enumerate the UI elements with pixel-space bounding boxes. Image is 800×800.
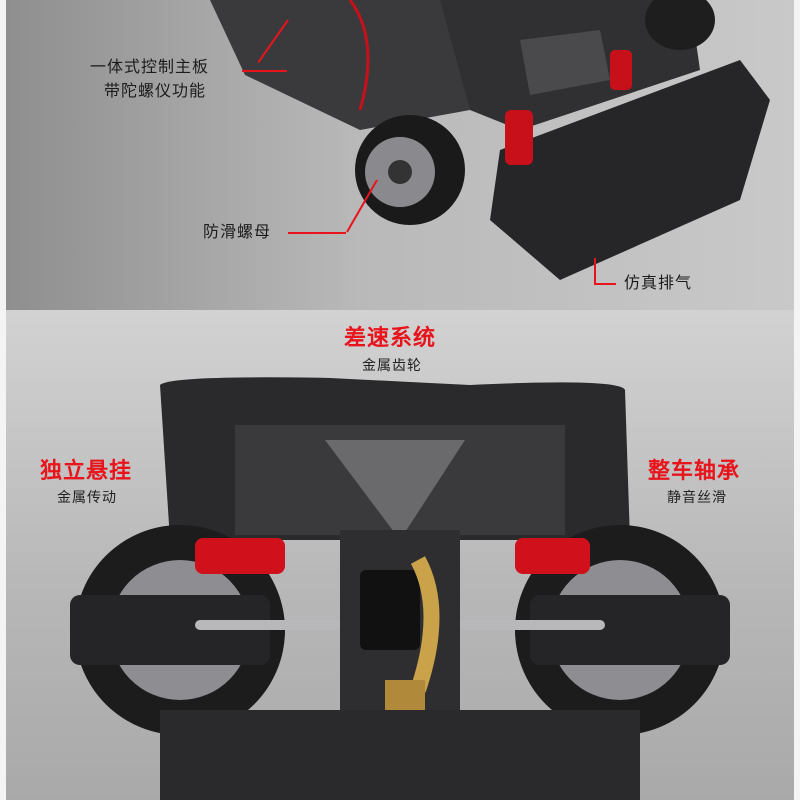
bearings-title: 整车轴承 bbox=[648, 459, 741, 484]
top-product-photo: 一体式控制主板 带陀螺仪功能 防滑螺母 仿真排气 bbox=[0, 0, 800, 310]
control-board-label: 一体式控制主板 bbox=[90, 57, 210, 76]
differential-illustration bbox=[70, 377, 730, 800]
right-border bbox=[794, 0, 800, 800]
left-border bbox=[0, 0, 6, 800]
chassis-top-illustration bbox=[210, 0, 770, 280]
callout-line bbox=[288, 232, 346, 234]
suspension-subtitle: 金属传动 bbox=[57, 490, 117, 506]
gyro-label: 带陀螺仪功能 bbox=[104, 81, 207, 100]
bearings-subtitle: 静音丝滑 bbox=[667, 490, 727, 506]
exhaust-label: 仿真排气 bbox=[624, 273, 693, 292]
differential-title: 差速系统 bbox=[344, 326, 437, 351]
bottom-product-photo: 差速系统 金属齿轮 独立悬挂 金属传动 整车轴承 静音丝滑 bbox=[0, 310, 800, 800]
suspension-title: 独立悬挂 bbox=[40, 459, 133, 484]
callout-line bbox=[594, 283, 616, 285]
callout-line bbox=[242, 70, 287, 72]
anti-slip-nut-label: 防滑螺母 bbox=[203, 222, 272, 241]
differential-subtitle: 金属齿轮 bbox=[362, 358, 422, 374]
callout-line bbox=[594, 258, 596, 285]
